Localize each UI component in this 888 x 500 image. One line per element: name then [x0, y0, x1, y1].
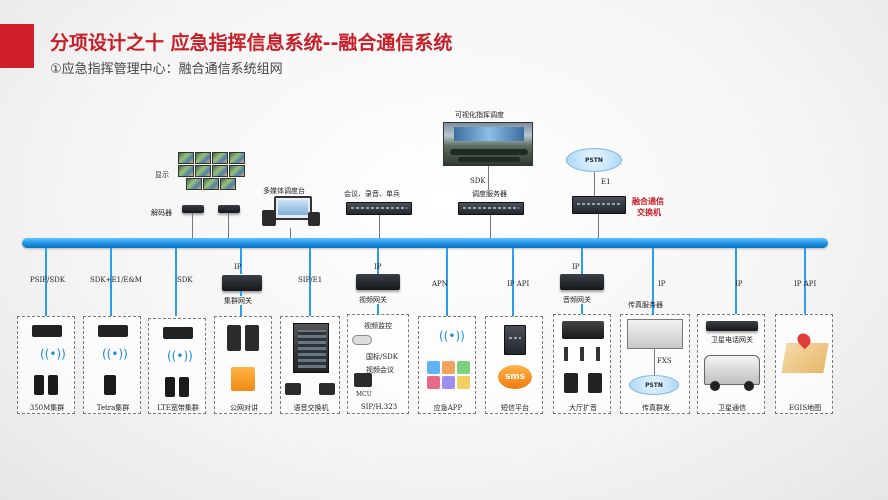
display-label: 显示: [155, 171, 169, 179]
box-satellite: 卫星电话网关 卫星通信: [697, 314, 765, 414]
audio-gateway-device: [560, 274, 604, 290]
link-label-ip-3: IP: [572, 263, 580, 271]
multimedia-console-label: 多媒体调度台: [263, 187, 305, 195]
display-wall: [178, 152, 246, 192]
header-accent-bar: [0, 24, 34, 68]
box-emergency-app: ((•)) 应急APP: [418, 316, 476, 414]
page-title: 分项设计之十 应急指挥信息系统--融合通信系统: [50, 32, 453, 54]
multimedia-console: [262, 196, 320, 228]
video-gateway-label: 视频网关: [359, 296, 387, 304]
e1-label: E1: [601, 178, 611, 186]
pstn-cloud: PSTN: [566, 148, 622, 172]
link-label-sdk-e1-em: SDK+E1/E&M: [90, 276, 142, 284]
page-subtitle: ①应急指挥管理中心：融合通信系统组网: [50, 62, 283, 77]
dispatch-server-label: 调度服务器: [472, 190, 507, 198]
network-backbone: [22, 238, 828, 248]
box-egis: EGIS地图: [775, 314, 833, 414]
link-label-sip-e1: SIP/E1: [298, 276, 323, 284]
box-voice-switch-label: 语音交换机: [293, 404, 329, 412]
sat-gateway-label: 卫星电话网关: [711, 336, 753, 344]
link-label-apn: APN: [432, 280, 448, 288]
video-conf-label: 视频会议: [366, 366, 394, 374]
signal-icon: ((•)): [167, 349, 193, 363]
mcu-label: MCU: [356, 391, 372, 398]
fusion-switch-label-1: 融合通信: [632, 196, 664, 206]
box-lte: ((•)) LTE宽带集群: [148, 318, 206, 414]
box-350m: ((•)) 350M集群: [17, 316, 75, 414]
box-public-intercom: 公网对讲: [214, 316, 272, 414]
link-label-ip-4: IP: [658, 280, 666, 288]
link-label-sdk: SDK: [177, 276, 193, 284]
box-lte-label: LTE宽带集群: [157, 404, 199, 412]
decoder-device-1: [182, 205, 204, 213]
visual-dispatch-image: [443, 122, 533, 166]
box-350m-label: 350M集群: [29, 404, 65, 412]
box-sms: sms 短信平台: [485, 316, 543, 414]
link-label-ip-5: IP: [735, 280, 743, 288]
box-sms-label: 短信平台: [501, 404, 529, 412]
box-hall-broadcast-label: 大厅扩音: [569, 404, 597, 412]
box-hall-broadcast: 大厅扩音: [553, 314, 611, 414]
pstn-cloud-2-label: PSTN: [645, 381, 663, 389]
box-egis-label: EGIS地图: [788, 404, 822, 412]
pstn-cloud-2: PSTN: [629, 375, 679, 395]
signal-icon: ((•)): [439, 329, 465, 343]
cluster-gateway-device: [222, 275, 262, 291]
sip-h323-label: SIP/H.323: [360, 403, 398, 411]
fxs-label: FXS: [657, 357, 672, 365]
national-sdk-label: 国标/SDK: [366, 353, 398, 361]
box-tetra-label: Tetra集群: [96, 404, 130, 412]
link-label-ip-1: IP: [234, 263, 242, 271]
box-fax-label: 传真群发: [642, 404, 670, 412]
signal-icon: ((•)): [40, 347, 66, 361]
decoder-label: 解码器: [151, 209, 172, 217]
dispatch-server: [458, 202, 524, 215]
box-emergency-app-label: 应急APP: [433, 404, 463, 412]
signal-icon: ((•)): [102, 347, 128, 361]
cluster-gateway-label: 集群网关: [224, 297, 252, 305]
box-fax: FXS PSTN 传真群发: [620, 314, 690, 414]
box-video: 视频监控 国标/SDK 视频会议 MCU SIP/H.323: [347, 314, 409, 414]
decoder-device-2: [218, 205, 240, 213]
link-label-ip-api-2: IP API: [794, 280, 817, 288]
box-tetra: ((•)) Tetra集群: [83, 316, 141, 414]
audio-gateway-label: 音频网关: [563, 296, 591, 304]
link-label-ip-api-1: IP API: [507, 280, 530, 288]
record-server-label: 会议、录音、单兵: [344, 190, 400, 198]
box-voice-switch: 语音交换机: [280, 316, 340, 414]
sms-icon: sms: [498, 365, 532, 389]
box-satellite-label: 卫星通信: [718, 404, 746, 412]
fusion-switch-label-2: 交换机: [637, 207, 661, 217]
visual-dispatch-label: 可视化指挥调度: [455, 111, 504, 119]
video-gateway-device: [356, 274, 400, 290]
link-label-psip-sdk: PSIP/SDK: [30, 276, 65, 284]
fax-server-label: 传真服务器: [628, 301, 663, 309]
record-server: [346, 202, 412, 215]
box-public-intercom-label: 公网对讲: [230, 404, 258, 412]
pstn-cloud-label: PSTN: [585, 156, 603, 164]
video-monitor-label: 视频监控: [364, 322, 392, 330]
sdk-label: SDK: [470, 177, 486, 185]
link-label-ip-2: IP: [374, 263, 382, 271]
fusion-switch: [572, 196, 626, 214]
